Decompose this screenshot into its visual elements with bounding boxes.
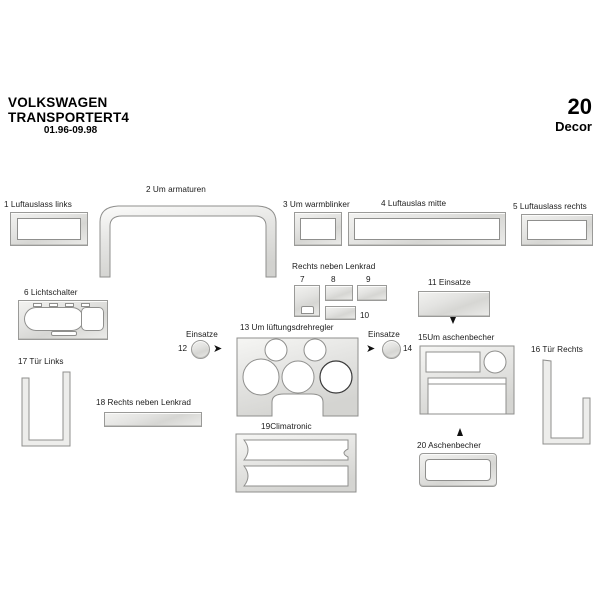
part-7-cutout xyxy=(301,306,314,314)
decor-piece-count: 20 xyxy=(567,94,592,119)
part-11-pointer xyxy=(450,317,456,324)
part-20-cutout xyxy=(425,459,491,481)
part-shape-7 xyxy=(294,285,320,317)
part-label-18: 18 Rechts neben Lenkrad xyxy=(96,398,191,407)
part-shape-5 xyxy=(521,214,593,246)
part-13-svg xyxy=(236,337,359,417)
part-label-6: 6 Lichtschalter xyxy=(24,288,78,297)
part-label-2: 2 Um armaturen xyxy=(146,185,206,194)
part-shape-18 xyxy=(104,412,202,427)
decor-label: Decor xyxy=(555,119,592,134)
part-label-20: 20 Aschenbecher xyxy=(417,441,482,450)
part-label-8: 8 xyxy=(331,275,336,284)
part-6-notch-2 xyxy=(49,303,58,307)
part-shape-4 xyxy=(348,212,506,246)
part-shape-13 xyxy=(235,336,360,418)
part-4-cutout xyxy=(354,218,500,240)
part-shape-17 xyxy=(20,370,72,448)
brand-model: TRANSPORTERT4 xyxy=(8,109,130,125)
part-label-10: 10 xyxy=(360,311,370,320)
part-2-svg xyxy=(99,205,277,278)
part-label-13: 13 Um lüftungsdrehregler xyxy=(240,323,334,332)
brand-date-range: 01.96-09.98 xyxy=(43,125,98,137)
part-1-cutout xyxy=(17,218,81,240)
group-label-rechts-neben-lenkrad: Rechts neben Lenkrad xyxy=(292,262,376,271)
part-6-main-cutout xyxy=(24,307,84,331)
part-label-3: 3 Um warmblinker xyxy=(283,200,350,209)
brand-make: VOLKSWAGEN xyxy=(8,95,108,110)
part-shape-6 xyxy=(18,300,108,340)
part-shape-12 xyxy=(191,340,210,359)
part-6-side-cutout xyxy=(81,307,104,331)
part-15-svg xyxy=(419,345,515,415)
part-shape-16 xyxy=(540,358,592,446)
part-16-svg xyxy=(542,359,591,445)
part-label-17: 17 Tür Links xyxy=(18,357,64,366)
group-label-einsatze-left: Einsatze xyxy=(186,330,218,339)
part-label-9: 9 xyxy=(366,275,371,284)
decor-count-block: 20 Decor xyxy=(555,94,592,134)
part-14-arrow-icon: ➤ xyxy=(366,343,376,355)
part-6-notch-3 xyxy=(65,303,74,307)
part-shape-1 xyxy=(10,212,88,246)
part-20-pointer xyxy=(457,428,463,436)
part-19-svg xyxy=(235,433,357,493)
part-label-1: 1 Luftauslass links xyxy=(4,200,72,209)
part-label-11: 11 Einsatze xyxy=(428,278,471,287)
part-label-15: 15Um aschenbecher xyxy=(418,333,495,342)
part-label-19: 19Climatronic xyxy=(261,422,312,431)
part-label-7: 7 xyxy=(300,275,305,284)
part-6-bottom-slot xyxy=(51,331,77,336)
part-shape-19 xyxy=(234,432,358,494)
part-shape-20 xyxy=(419,453,497,487)
part-shape-14 xyxy=(382,340,401,359)
brand-block: VOLKSWAGEN TRANSPORTERT4 01.96-09.98 xyxy=(8,95,130,137)
part-shape-3 xyxy=(294,212,342,246)
group-label-einsatze-right: Einsatze xyxy=(368,330,400,339)
part-label-5: 5 Luftauslass rechts xyxy=(513,202,587,211)
part-shape-2 xyxy=(96,200,280,278)
part-label-4: 4 Luftauslas mitte xyxy=(381,199,447,208)
part-shape-11 xyxy=(418,291,490,317)
part-6-notch-4 xyxy=(81,303,90,307)
part-17-svg xyxy=(21,371,71,447)
part-shape-9 xyxy=(357,285,387,301)
part-shape-10 xyxy=(325,306,356,320)
part-shape-8 xyxy=(325,285,353,301)
part-label-16: 16 Tür Rechts xyxy=(531,345,583,354)
part-shape-15 xyxy=(418,344,516,416)
part-label-12: 12 xyxy=(178,344,188,353)
part-6-notch-1 xyxy=(33,303,42,307)
part-5-cutout xyxy=(527,220,587,240)
part-3-cutout xyxy=(300,218,336,240)
part-label-14: 14 xyxy=(403,344,413,353)
part-12-arrow-icon: ➤ xyxy=(213,343,223,355)
